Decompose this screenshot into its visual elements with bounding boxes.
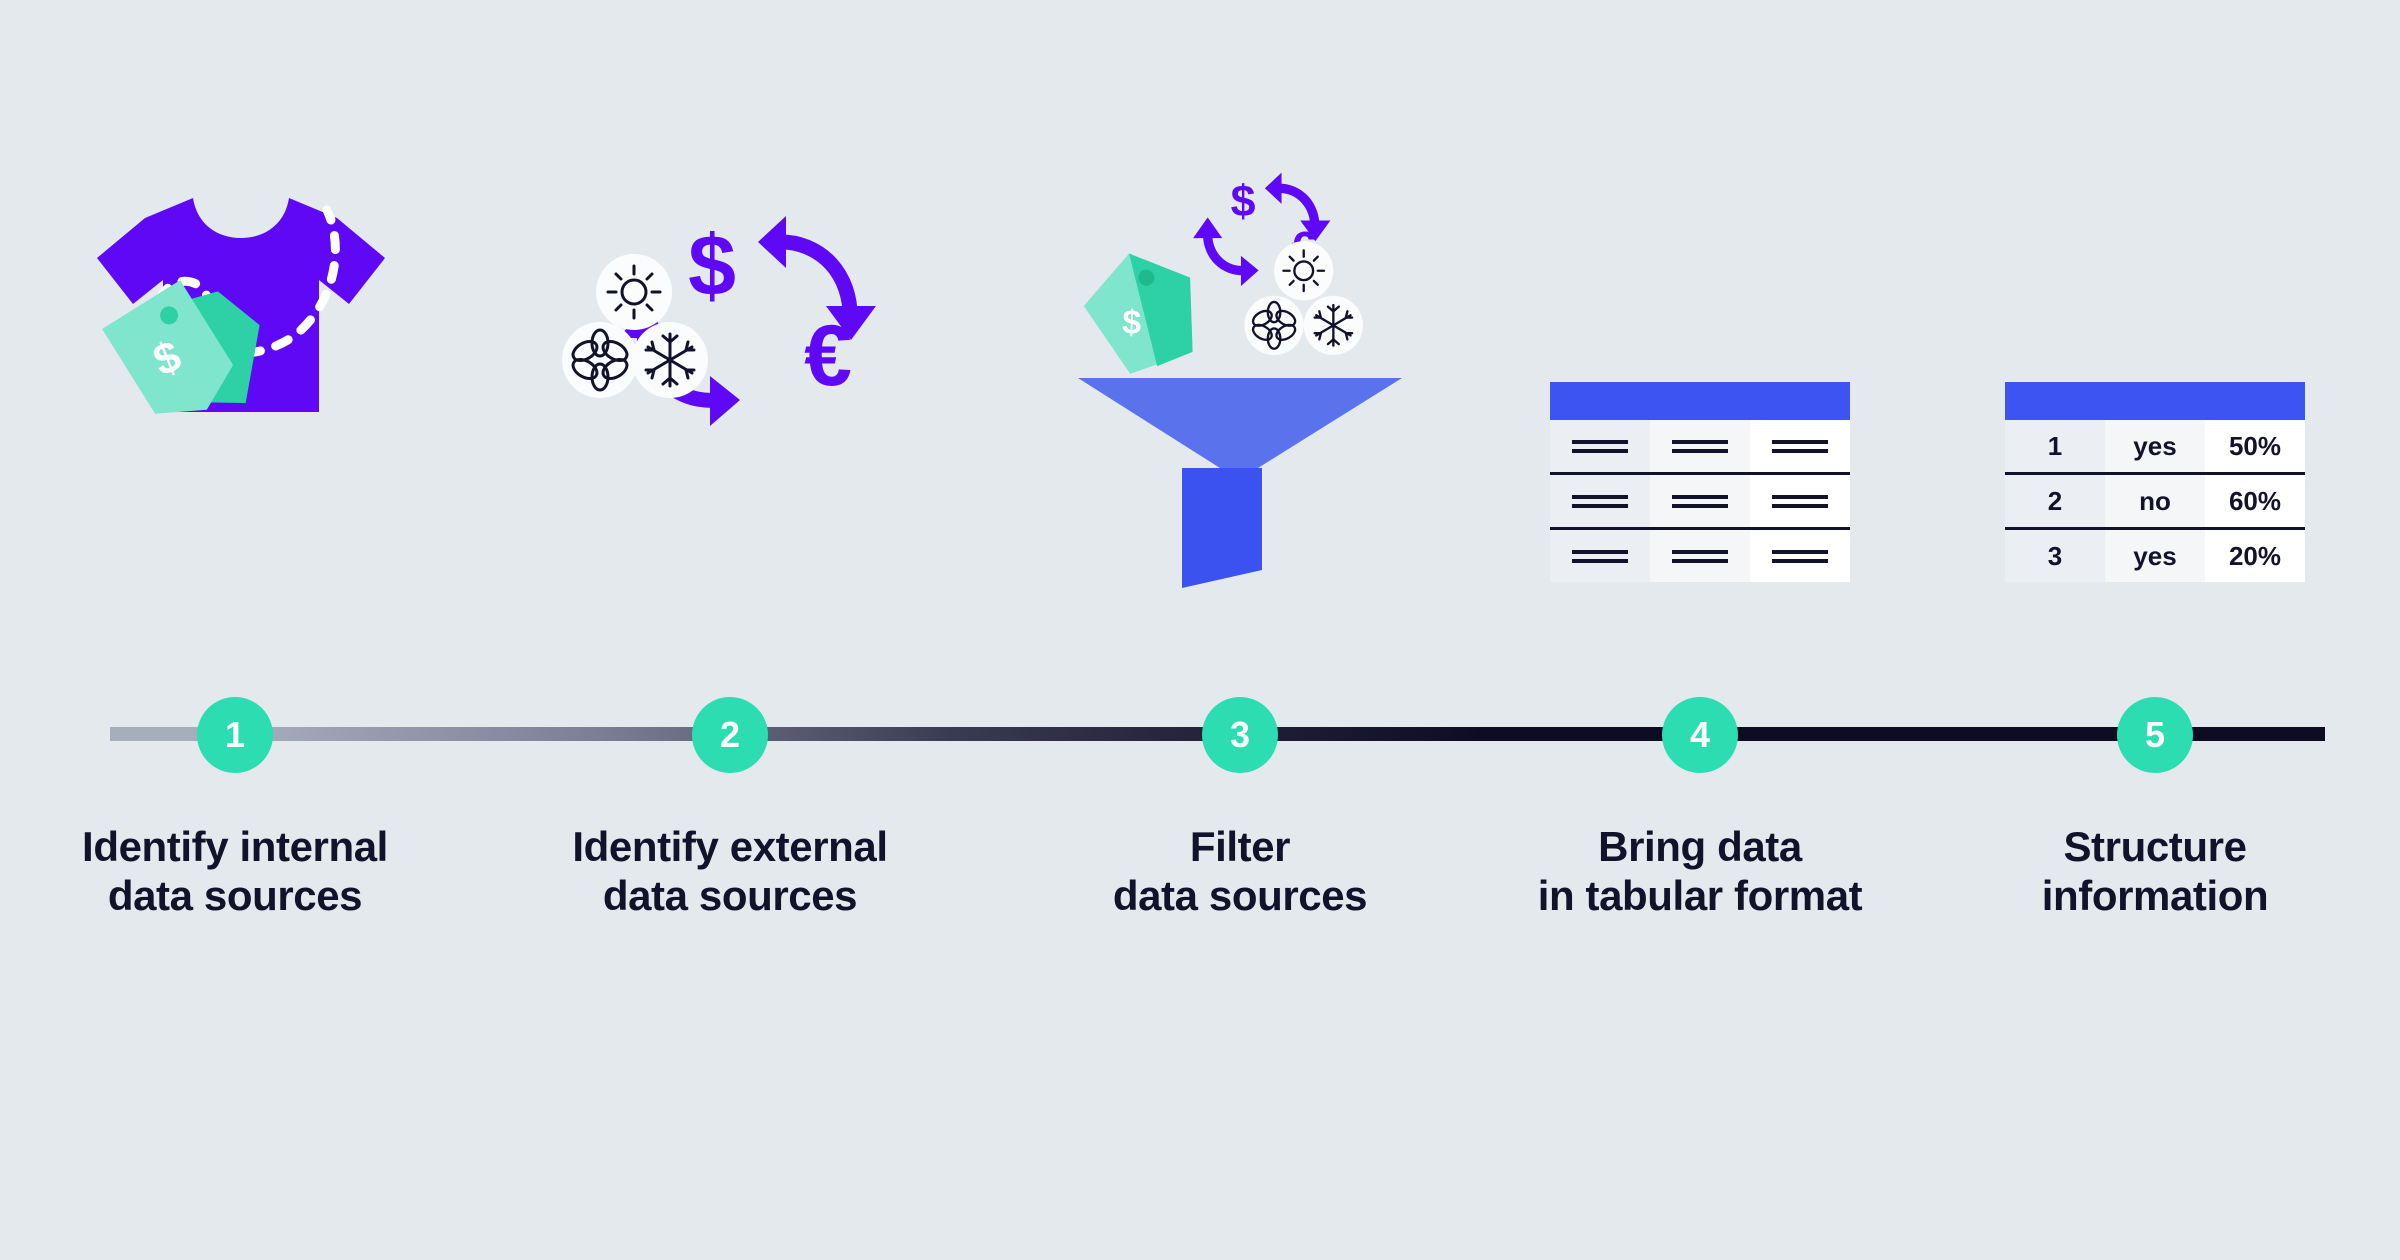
table-header-row [1550,382,1850,420]
table-cell [1750,420,1850,474]
timeline-marker-2[interactable]: 2 [692,697,768,773]
table-row: 3 yes 20% [2005,527,2305,582]
caption-line-2: in tabular format [1537,872,1863,920]
placeholder-bars [1572,439,1628,453]
table-row [1550,472,1850,529]
flower-icon-circle-small [1244,295,1304,355]
tshirt-price-tags-icon: % $ [0,180,475,660]
table-cell [1650,527,1750,582]
table-cell [1550,420,1650,474]
table-cell [1650,420,1750,474]
table-cell-value: 20% [2205,527,2305,582]
table-cell [1650,472,1750,529]
dollar-symbol-small: $ [1231,177,1256,226]
funnel-icon: $ € $ [1000,150,1480,650]
step-column-3: $ € $ [1000,0,1480,1260]
funnel-shape [1078,378,1402,588]
table-cell-id: 2 [2005,472,2105,529]
dollar-symbol: $ [688,218,736,314]
caption-line-1: Filter [1189,823,1291,870]
timeline-marker-1[interactable]: 1 [197,697,273,773]
flower-icon-circle [562,322,638,398]
table-header-row [2005,382,2305,420]
header-cell [1650,382,1750,420]
step-column-2: $ € [490,0,970,1260]
table-row: 1 yes 50% [2005,420,2305,474]
placeholder-bars [1772,549,1828,563]
sun-icon [606,264,662,320]
step-caption-4: Bring data in tabular format [1460,822,1940,920]
blank-table-icon [1550,382,1850,582]
table-cell [1550,472,1650,529]
header-cell [1750,382,1850,420]
header-cell [1550,382,1650,420]
price-tag-icon: $ [1083,253,1193,374]
caption-line-2: data sources [602,872,858,920]
snowflake-icon-small [1313,303,1354,347]
table-cell-id: 3 [2005,527,2105,582]
table-cell-id: 1 [2005,420,2105,474]
marker-number-4: 4 [1689,714,1711,755]
table-row [1550,527,1850,582]
timeline-marker-3[interactable]: 3 [1202,697,1278,773]
header-cell [2005,382,2105,420]
step-column-1: % $ 1 Identify internal data sources [0,0,475,1260]
placeholder-bars [1572,494,1628,508]
blank-table [1550,382,1850,582]
timeline-marker-5[interactable]: 5 [2117,697,2193,773]
table-cell [1750,472,1850,529]
placeholder-bars [1572,549,1628,563]
table-row: 2 no 60% [2005,472,2305,529]
flower-icon [571,328,629,392]
placeholder-bars [1672,439,1728,453]
placeholder-bars [1772,494,1828,508]
caption-line-2: data sources [1112,872,1368,920]
table-cell-flag: yes [2105,420,2205,474]
flower-icon-small [1251,300,1297,350]
table-cell-flag: yes [2105,527,2205,582]
step-caption-2: Identify external data sources [490,822,970,920]
step-caption-1: Identify internal data sources [0,822,475,920]
placeholder-bars [1672,549,1728,563]
placeholder-bars [1772,439,1828,453]
step-caption-3: Filter data sources [1000,822,1480,920]
caption-line-1: Structure [2063,823,2247,870]
timeline-marker-4[interactable]: 4 [1662,697,1738,773]
data-table-icon: 1 yes 50% 2 no 60% 3 yes 20% [2005,382,2305,582]
step-caption-5: Structure information [1915,822,2395,920]
caption-line-1: Identify external [572,823,888,870]
table-cell-value: 50% [2205,420,2305,474]
placeholder-bars [1672,494,1728,508]
caption-line-1: Identify internal [82,823,388,870]
table-row [1550,420,1850,474]
data-table: 1 yes 50% 2 no 60% 3 yes 20% [2005,382,2305,582]
table-cell-flag: no [2105,472,2205,529]
weather-icon-cluster-small [1244,241,1363,355]
caption-line-2: information [2041,872,2269,920]
snowflake-icon [644,332,696,388]
sun-icon-small [1282,249,1326,293]
marker-number-5: 5 [2144,714,2166,755]
step-column-4: 4 Bring data in tabular format [1460,0,1940,1260]
currency-exchange-weather-icon: $ € [490,180,970,660]
header-cell [2205,382,2305,420]
marker-number-2: 2 [719,714,741,755]
weather-icon-cluster [562,254,708,398]
marker-number-3: 3 [1229,714,1251,755]
table-cell [1550,527,1650,582]
marker-number-1: 1 [224,714,246,755]
step-column-5: 1 yes 50% 2 no 60% 3 yes 20% 5 Struc [1915,0,2395,1260]
caption-line-2: data sources [107,872,363,920]
header-cell [2105,382,2205,420]
table-cell-value: 60% [2205,472,2305,529]
currency-exchange-icon: $ € [620,216,876,426]
table-cell [1750,527,1850,582]
caption-line-1: Bring data [1598,823,1802,870]
tag-dollar-symbol-small: $ [1122,303,1142,342]
